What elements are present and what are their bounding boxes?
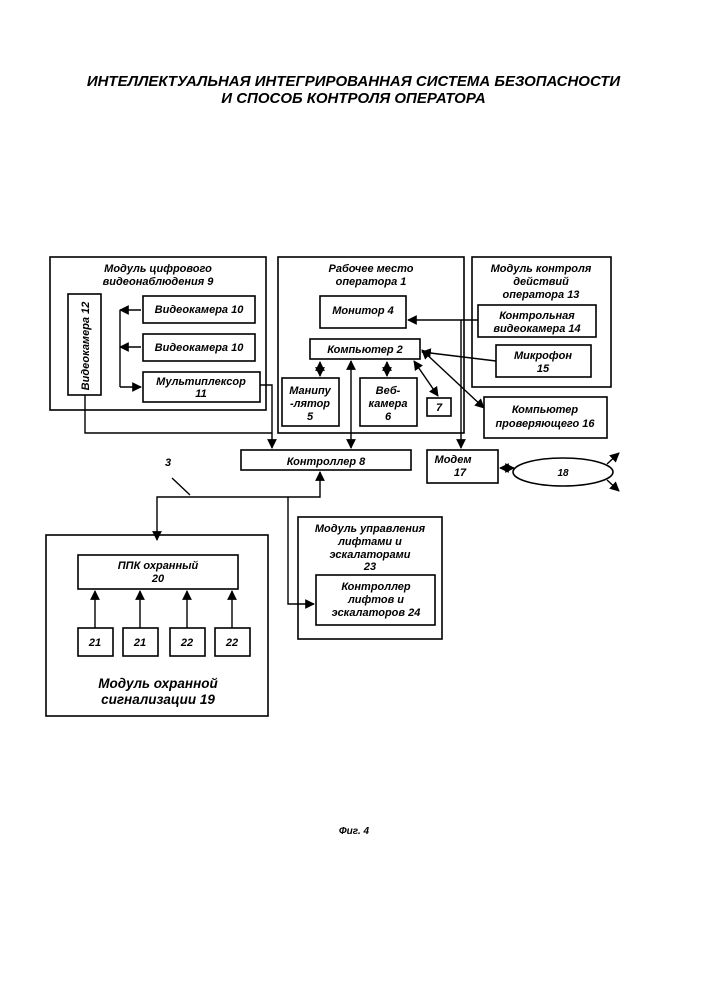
modem-label-2: 17 [454,467,467,479]
network-label: 18 [557,468,569,479]
network-out-arrow-1 [607,453,619,464]
manipulator-label-3: 5 [307,411,314,423]
alarm-module-label-2: сигнализации 19 [101,692,215,707]
lift-controller-label-3: эскалаторов 24 [332,607,421,619]
line-cam12-to-controller [85,395,272,433]
checker-pc-label-2: проверяющего 16 [495,418,595,430]
video-module-label-2: видеонаблюдения 9 [103,276,215,288]
sensor-22b-label: 22 [225,637,238,649]
lift-module-label-2: лифтами и [337,536,402,548]
monitor-label: Монитор 4 [332,305,394,317]
webcam-label-2: камера [369,398,408,410]
ppk-label-2: 20 [151,573,165,585]
sensor-21b-label: 21 [133,637,146,649]
multiplexer-label-2: 11 [195,388,206,400]
videocam-10a-label: Видеокамера 10 [155,304,245,316]
control-videocam-label-1: Контрольная [499,310,575,322]
lift-module-label-4: 23 [363,561,376,573]
bus-3-controller-ppk [157,472,320,540]
lift-controller-label-2: лифтов и [347,594,404,606]
controller-label: Контроллер 8 [287,456,366,468]
control-videocam-label-2: видеокамера 14 [493,323,580,335]
network-out-arrow-2 [607,480,619,491]
bus-3-tick [172,478,190,495]
lift-module-label-1: Модуль управления [315,523,426,535]
checker-pc-label-1: Компьютер [512,404,579,416]
ppk-label-1: ППК охранный [118,560,199,572]
videocam-10b-label: Видеокамера 10 [155,342,245,354]
webcam-label-3: 6 [385,411,392,423]
videocam-12-label: Видеокамера 12 [80,302,92,391]
workplace-label-1: Рабочее место [328,263,413,275]
box-7-label: 7 [436,402,443,414]
control-module-label-1: Модуль контроля [491,263,592,275]
bus-3-label: 3 [165,457,171,469]
video-module-label-1: Модуль цифрового [104,263,212,275]
workplace-label-2: оператора 1 [336,276,407,288]
webcam-label-1: Веб- [376,385,401,397]
control-module-label-3: оператора 13 [503,289,580,301]
multiplexer-label-1: Мультиплексор [156,376,246,388]
microphone-label-1: Микрофон [514,350,572,362]
sensor-22a-label: 22 [180,637,193,649]
figure-caption: Фиг. 4 [339,826,370,837]
sensor-21a-label: 21 [88,637,101,649]
lift-controller-label-1: Контроллер [341,581,411,593]
alarm-module-label-1: Модуль охранной [98,676,218,691]
manipulator-label-2: -лятор [290,398,330,410]
manipulator-label-1: Манипу [289,385,331,397]
computer-label: Компьютер 2 [327,344,402,356]
control-module-label-2: действий [513,276,569,288]
lift-module-label-3: эскалаторами [329,549,410,561]
microphone-label-2: 15 [537,363,550,375]
link-controller-lifts [288,497,314,604]
modem-label-1: Модем [435,454,472,466]
